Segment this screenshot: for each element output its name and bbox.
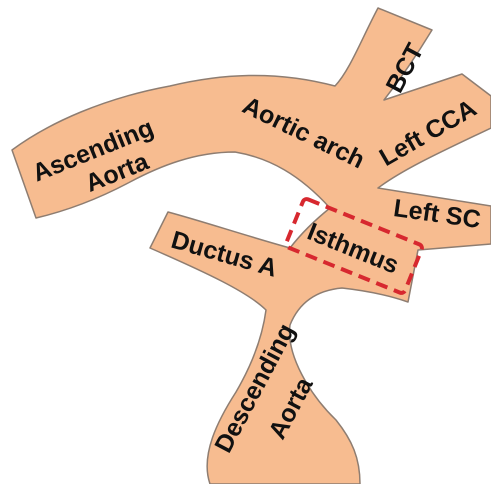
aorta-diagram: Ascending Aorta Aortic arch BCT Left CCA… — [0, 0, 491, 484]
aorta-diagram-svg: Ascending Aorta Aortic arch BCT Left CCA… — [0, 0, 491, 484]
